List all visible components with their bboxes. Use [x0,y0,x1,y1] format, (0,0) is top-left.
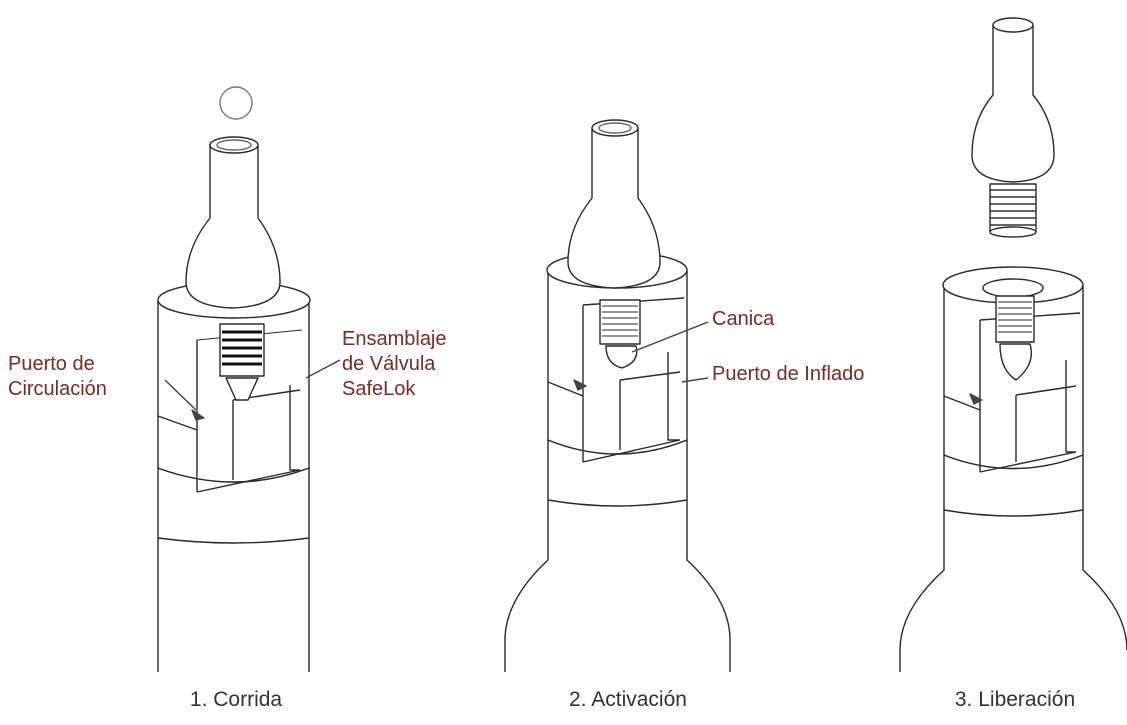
leader-circulation-port [164,379,197,411]
exposed-threads [989,183,1037,233]
tool-1-body [157,538,310,672]
tool-3-top-sub [971,24,1055,183]
tool-3-body [899,510,1127,672]
tool-1-run-in [157,86,311,672]
leader-inflation-port [681,377,709,383]
step-label-activation: 2. Activación [569,688,687,711]
drop-ball [219,86,253,120]
leader-ball [631,321,709,353]
callout-inflation-port: Puerto de Inflado [712,363,865,385]
leader-valve-assembly [305,359,341,379]
tool-2-top-sub [567,127,661,289]
tool-2-activation [504,119,731,672]
callout-ball: Canica [712,308,775,330]
tool-3-release [899,17,1127,672]
step-label-release: 3. Liberación [954,688,1076,711]
tool-2-body [504,500,731,672]
seated-ball [605,345,638,369]
step-label-run: 1. Corrida [189,688,283,711]
callout-circulation-port: Puerto de Circulación [8,353,107,400]
callout-valve-assembly: Ensamblaje de Válvula SafeLok [342,328,447,400]
tool-1-top-sub [185,144,281,309]
